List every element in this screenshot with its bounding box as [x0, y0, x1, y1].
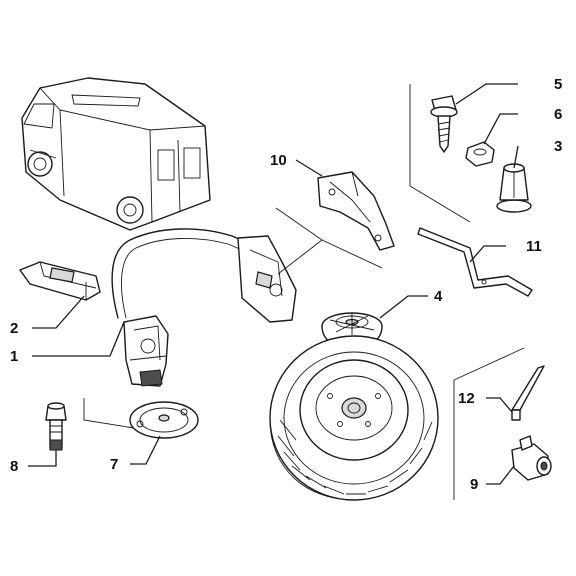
fastener-group-outline [409, 84, 471, 223]
callout-10: 10 [270, 152, 287, 169]
part-8-bolt [45, 402, 67, 451]
spare-wheel [269, 335, 439, 501]
callout-5: 5 [554, 76, 562, 93]
part-12-wrench [511, 365, 545, 421]
part-3-rivet-nut [496, 163, 532, 213]
part-6-nut [465, 141, 495, 167]
part-9-socket [511, 435, 552, 481]
callout-7: 7 [110, 456, 118, 473]
callout-6: 6 [554, 106, 562, 123]
group-outline-10b [321, 239, 383, 269]
callout-8: 8 [10, 458, 18, 475]
callout-9: 9 [470, 476, 478, 493]
callout-4: 4 [434, 288, 443, 305]
part-11-rod [417, 227, 533, 297]
callout-12: 12 [458, 390, 475, 407]
part-1-spare-wheel-carrier [111, 228, 297, 387]
tools-group-outline [453, 347, 525, 500]
callout-1: 1 [10, 348, 18, 365]
part-7-outline [83, 398, 135, 429]
part-7-plate [129, 401, 199, 439]
part-10-bracket [317, 171, 395, 251]
callout-11: 11 [526, 238, 542, 255]
callout-3: 3 [554, 138, 562, 155]
van-illustration [21, 77, 211, 231]
leader-lines [28, 83, 519, 485]
callout-2: 2 [10, 320, 18, 337]
part-2-bracket [19, 261, 101, 301]
part-5-bolt [430, 95, 458, 153]
